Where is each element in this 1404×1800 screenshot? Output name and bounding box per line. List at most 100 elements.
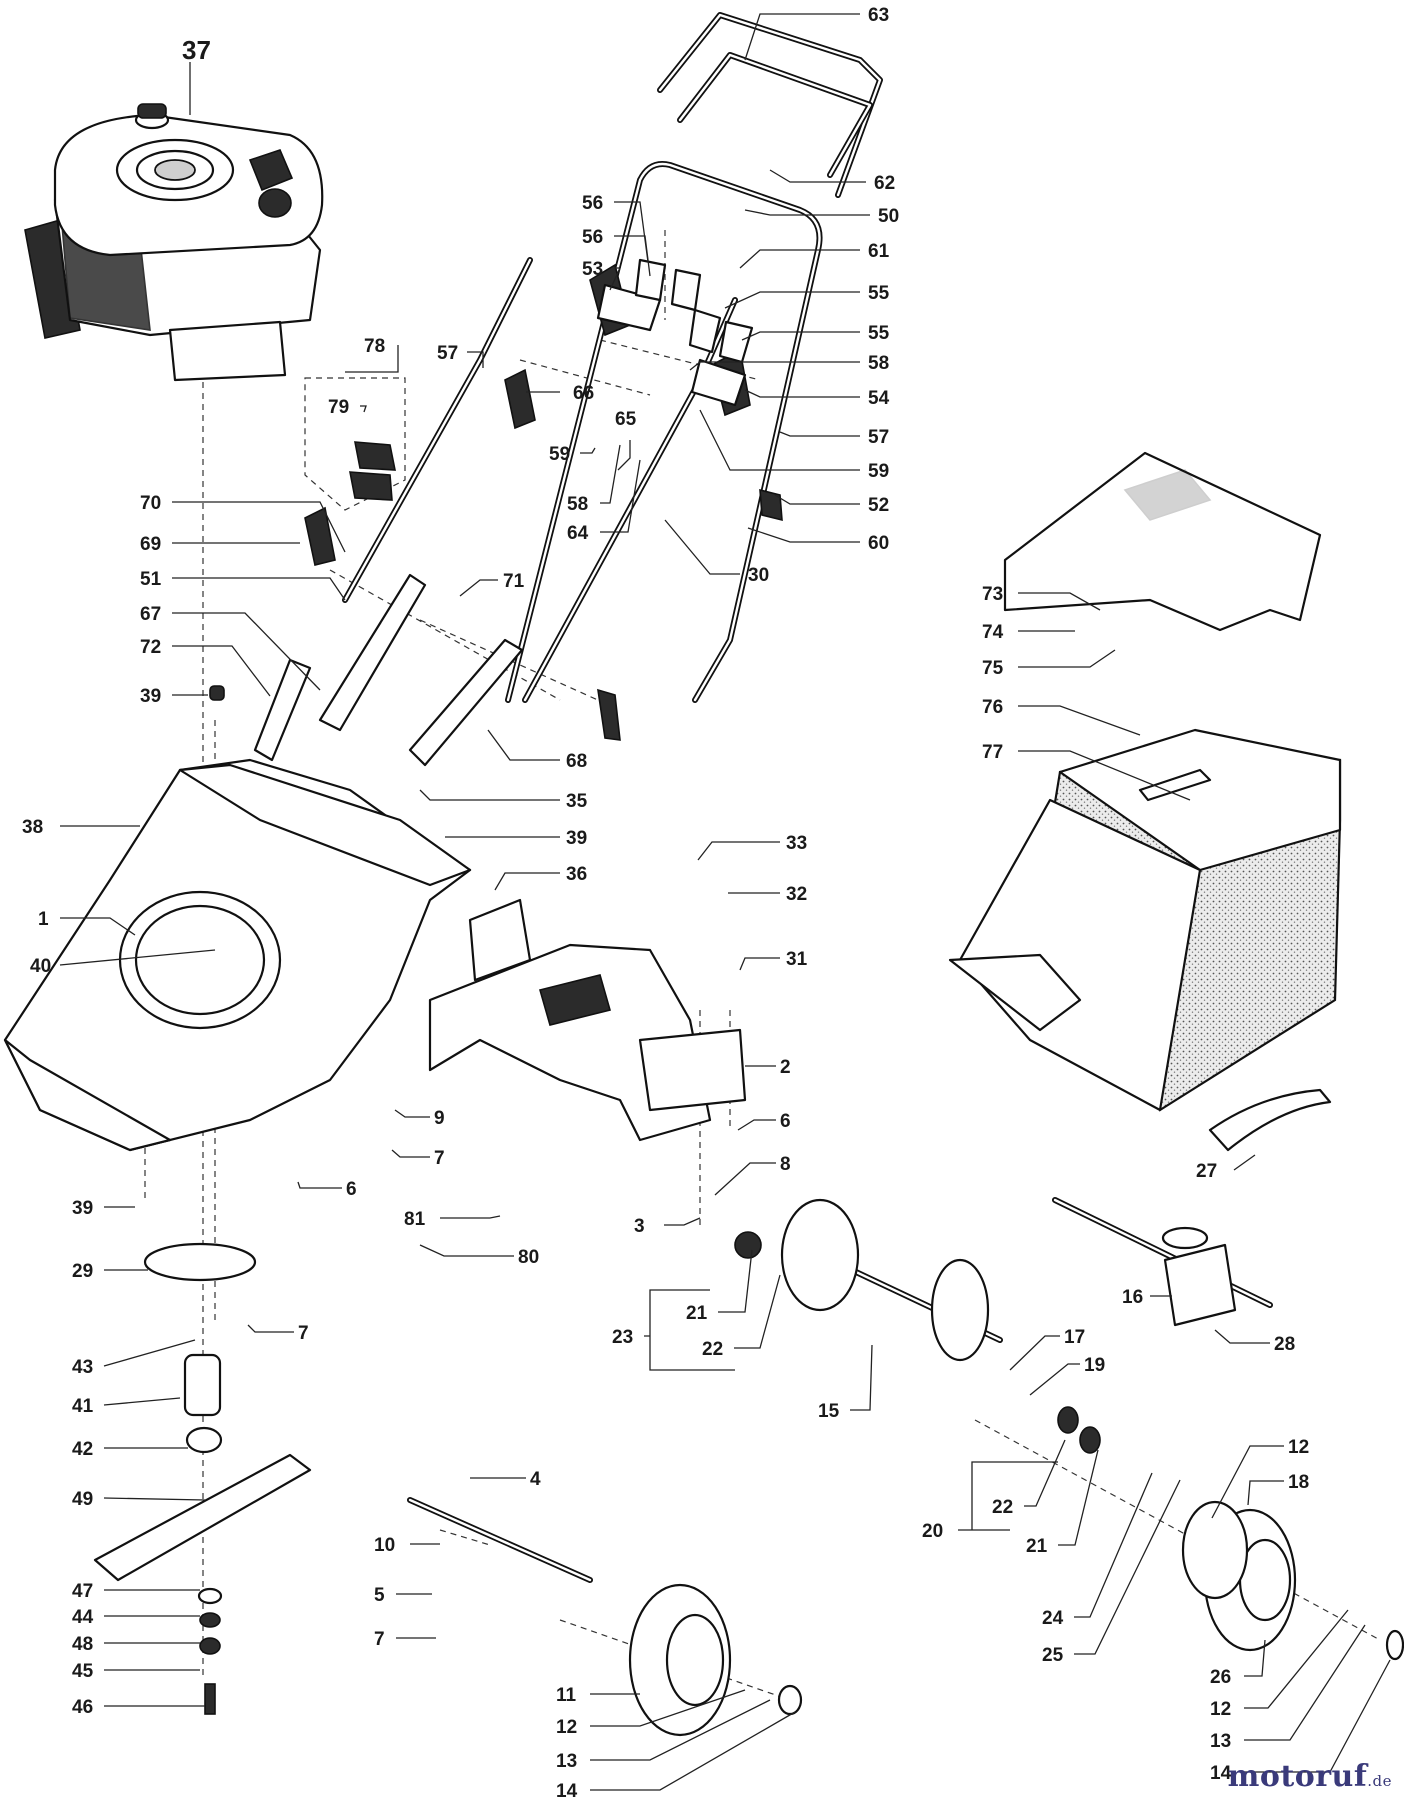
callout-32: 32 [786, 884, 807, 905]
callout-14: 14 [556, 1781, 578, 1800]
callout-63: 63 [868, 5, 889, 26]
callout-81: 81 [404, 1209, 426, 1230]
callout-7: 7 [374, 1629, 385, 1650]
callout-76: 76 [982, 697, 1003, 718]
front-axle-wheel [407, 1497, 803, 1737]
callout-50: 50 [878, 206, 899, 227]
callout-39: 39 [140, 686, 161, 707]
callout-42: 42 [72, 1439, 93, 1460]
callout-20: 20 [922, 1521, 943, 1542]
callout-25: 25 [1042, 1645, 1064, 1666]
callout-49: 49 [72, 1489, 93, 1510]
callout-6: 6 [346, 1179, 357, 1200]
mower-deck [3, 758, 472, 1152]
callout-36: 36 [566, 864, 587, 885]
blade-assembly [93, 1242, 312, 1715]
callout-59: 59 [549, 444, 570, 465]
leader-lines [59, 13, 1391, 1791]
callout-18: 18 [1288, 1472, 1309, 1493]
callout-61: 61 [868, 241, 890, 262]
callout-70: 70 [140, 493, 161, 514]
discharge-chute [428, 898, 747, 1142]
brand-watermark: motoruf.de [1228, 1759, 1392, 1794]
clip-kit-box [304, 377, 406, 511]
callout-19: 19 [1084, 1355, 1105, 1376]
grass-catcher [948, 451, 1342, 1112]
callout-13: 13 [1210, 1731, 1231, 1752]
callout-17: 17 [1064, 1327, 1085, 1348]
callout-13: 13 [556, 1751, 577, 1772]
callout-26: 26 [1210, 1667, 1231, 1688]
lower-handle [209, 257, 783, 767]
callout-43: 43 [72, 1357, 93, 1378]
callout-68: 68 [566, 751, 587, 772]
callout-12: 12 [1288, 1437, 1309, 1458]
callout-41: 41 [72, 1396, 94, 1417]
callout-4: 4 [530, 1469, 541, 1490]
callout-69: 69 [140, 534, 161, 555]
callout-75: 75 [982, 658, 1004, 679]
callout-numbers: 6362506155555854575952603056565357787966… [22, 5, 1309, 1800]
callout-30: 30 [748, 565, 769, 586]
callout-54: 54 [868, 388, 890, 409]
callout-80: 80 [518, 1247, 539, 1268]
callout-39: 39 [566, 828, 587, 849]
callout-73: 73 [982, 584, 1003, 605]
callout-78: 78 [364, 336, 385, 357]
callout-57: 57 [437, 343, 458, 364]
callout-9: 9 [434, 1108, 445, 1129]
callout-77: 77 [982, 742, 1003, 763]
brand-name: motoruf [1227, 1759, 1368, 1794]
callout-37: 37 [182, 35, 211, 65]
callout-57: 57 [868, 427, 889, 448]
callout-27: 27 [1196, 1161, 1217, 1182]
callout-3: 3 [634, 1216, 645, 1237]
callout-10: 10 [374, 1535, 395, 1556]
callout-71: 71 [503, 571, 525, 592]
callout-60: 60 [868, 533, 889, 554]
callout-5: 5 [374, 1585, 385, 1606]
callout-24: 24 [1042, 1608, 1064, 1629]
callout-7: 7 [434, 1148, 445, 1169]
callout-22: 22 [702, 1339, 723, 1360]
callout-7: 7 [298, 1323, 309, 1344]
callout-33: 33 [786, 833, 807, 854]
callout-64: 64 [567, 523, 589, 544]
callout-8: 8 [780, 1154, 791, 1175]
callout-58: 58 [567, 494, 588, 515]
callout-16: 16 [1122, 1287, 1143, 1308]
callout-2: 2 [780, 1057, 791, 1078]
callout-55: 55 [868, 283, 890, 304]
callout-15: 15 [818, 1401, 840, 1422]
callout-46: 46 [72, 1697, 93, 1718]
callout-21: 21 [1026, 1536, 1048, 1557]
callout-58: 58 [868, 353, 889, 374]
callout-11: 11 [556, 1685, 577, 1706]
callout-67: 67 [140, 604, 161, 625]
callout-14: 14 [1210, 1763, 1232, 1784]
callout-35: 35 [566, 791, 588, 812]
callout-12: 12 [1210, 1699, 1231, 1720]
callout-52: 52 [868, 495, 889, 516]
callout-74: 74 [982, 622, 1004, 643]
callout-28: 28 [1274, 1334, 1295, 1355]
callout-48: 48 [72, 1634, 93, 1655]
callout-56: 56 [582, 227, 603, 248]
callout-39: 39 [72, 1198, 93, 1219]
callout-79: 79 [328, 397, 349, 418]
callout-62: 62 [874, 173, 895, 194]
callout-53: 53 [582, 259, 603, 280]
upper-handle [505, 12, 883, 703]
callout-22: 22 [992, 1497, 1013, 1518]
rear-drive [734, 1088, 1404, 1661]
callout-31: 31 [786, 949, 808, 970]
callout-21: 21 [686, 1303, 708, 1324]
brand-tld: .de [1367, 1772, 1392, 1790]
callout-56: 56 [582, 193, 603, 214]
callout-29: 29 [72, 1261, 93, 1282]
engine [24, 103, 324, 382]
callout-59: 59 [868, 461, 889, 482]
callout-23: 23 [612, 1327, 633, 1348]
callout-12: 12 [556, 1717, 577, 1738]
